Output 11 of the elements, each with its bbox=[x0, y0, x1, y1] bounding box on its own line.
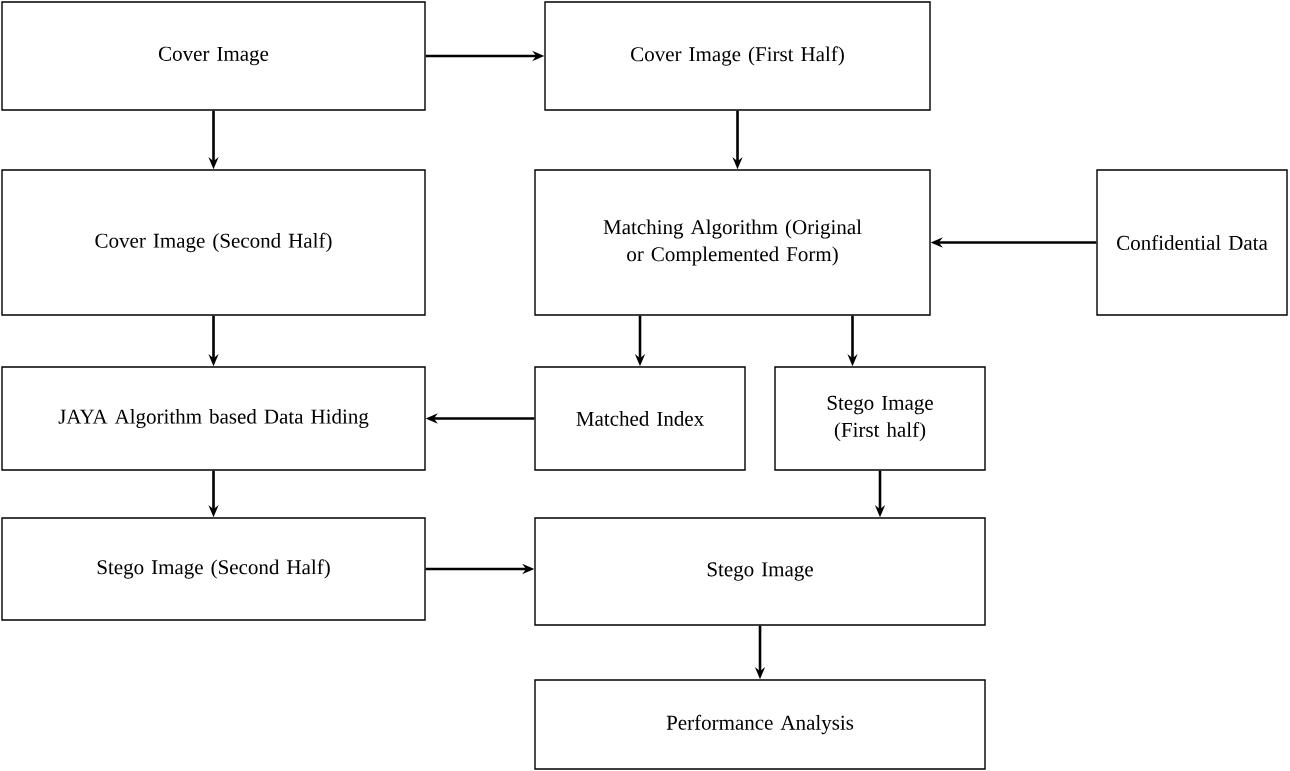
process-box: Stego Image (Second Half) bbox=[1, 517, 426, 621]
process-box: Cover Image bbox=[1, 1, 426, 111]
process-box: Performance Analysis bbox=[534, 679, 986, 770]
process-box: Cover Image (First Half) bbox=[544, 1, 931, 111]
process-box: Matching Algorithm (Original or Complemented Form) bbox=[534, 169, 931, 316]
process-box: JAYA Algorithm based Data Hiding bbox=[1, 366, 426, 471]
process-box: Stego Image (First half) bbox=[774, 366, 986, 471]
process-box: Confidential Data bbox=[1096, 169, 1288, 316]
process-box: Stego Image bbox=[534, 517, 986, 626]
process-box: Matched Index bbox=[534, 366, 746, 471]
process-box: Cover Image (Second Half) bbox=[1, 169, 426, 316]
